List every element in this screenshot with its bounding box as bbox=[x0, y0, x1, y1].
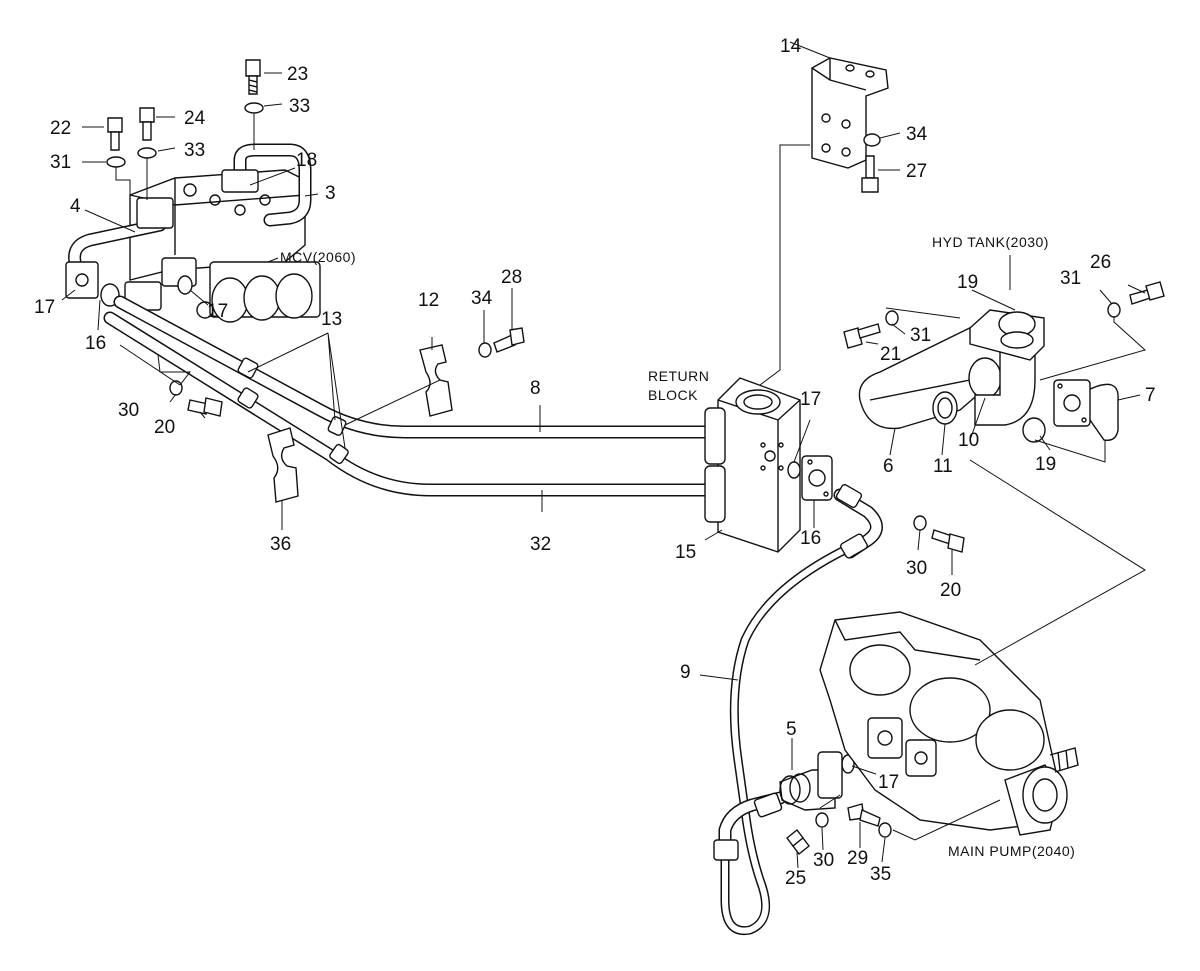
callout-35: 35 bbox=[870, 864, 891, 885]
washer-30c bbox=[815, 812, 829, 828]
callout-29: 29 bbox=[847, 848, 868, 869]
callout-33: 33 bbox=[289, 96, 310, 117]
tank-o-ring-19b bbox=[1022, 417, 1046, 443]
leader-lines bbox=[61, 41, 1147, 869]
callout-13: 13 bbox=[321, 309, 342, 330]
callout-36: 36 bbox=[270, 534, 291, 555]
washer-33b bbox=[137, 147, 157, 159]
tank-elbow-pipe-7 bbox=[1053, 379, 1119, 441]
callout-6: 6 bbox=[883, 456, 894, 477]
bolt-23 bbox=[245, 59, 261, 95]
callout-14: 14 bbox=[780, 36, 802, 57]
washer-30a bbox=[169, 380, 183, 396]
callout-17: 17 bbox=[800, 389, 821, 410]
callout-4: 4 bbox=[70, 196, 81, 217]
callout-20: 20 bbox=[154, 417, 175, 438]
bolt-21 bbox=[843, 323, 881, 349]
bolt-27 bbox=[861, 155, 879, 193]
washer-33a bbox=[244, 102, 264, 114]
callout-18: 18 bbox=[296, 150, 317, 171]
callout-11: 11 bbox=[933, 456, 953, 477]
bolt-20b bbox=[931, 529, 965, 553]
callout-7: 7 bbox=[1145, 385, 1156, 406]
bolt-24 bbox=[139, 107, 155, 141]
washer-31c bbox=[1107, 302, 1121, 318]
mcv-o-ring-17 bbox=[177, 275, 193, 295]
callout-31: 31 bbox=[50, 152, 71, 173]
callout-33: 33 bbox=[184, 140, 205, 161]
main-pump bbox=[819, 611, 1079, 836]
callout-30: 30 bbox=[906, 558, 927, 579]
callout-20: 20 bbox=[940, 580, 961, 601]
hose-9 bbox=[713, 483, 883, 936]
washer-31a bbox=[106, 156, 126, 168]
callout-8: 8 bbox=[530, 378, 541, 399]
bolt-26 bbox=[1129, 281, 1165, 305]
bolt-28 bbox=[493, 327, 525, 353]
callout-19: 19 bbox=[1035, 454, 1056, 475]
callout-16: 16 bbox=[85, 333, 106, 354]
callout-22: 22 bbox=[50, 118, 71, 139]
hose-band-11 bbox=[932, 391, 958, 425]
bolt-22 bbox=[107, 117, 123, 151]
callout-25: 25 bbox=[785, 868, 806, 889]
pump-connector-5 bbox=[779, 751, 843, 811]
callout-34: 34 bbox=[906, 124, 928, 145]
pipe-clamp-12 bbox=[419, 344, 453, 417]
callout-9: 9 bbox=[680, 662, 691, 683]
callout-15: 15 bbox=[675, 542, 696, 563]
return-block-label-line2: BLOCK bbox=[648, 387, 698, 403]
callout-34: 34 bbox=[471, 288, 493, 309]
bolt-20a bbox=[187, 397, 223, 417]
washer-34a bbox=[478, 342, 492, 358]
return-block-label-line1: RETURN bbox=[648, 368, 709, 384]
mcv-elbow-pipe-3 bbox=[221, 143, 312, 227]
tank-pipe-10 bbox=[969, 309, 1045, 426]
return-pipe-8 bbox=[113, 295, 719, 439]
callout-28: 28 bbox=[501, 267, 522, 288]
callout-17: 17 bbox=[207, 301, 228, 322]
washer-30b bbox=[913, 515, 927, 531]
washer-34b bbox=[863, 133, 881, 147]
callout-23: 23 bbox=[287, 64, 308, 85]
return-block-15 bbox=[704, 377, 801, 553]
main-pump-label: MAIN PUMP(2040) bbox=[948, 843, 1075, 859]
callout-31: 31 bbox=[1060, 268, 1081, 289]
callout-12: 12 bbox=[418, 290, 439, 311]
bolt-25 bbox=[786, 829, 810, 855]
hyd-tank-label: HYD TANK(2030) bbox=[932, 234, 1049, 250]
mcv-elbow-pipe-4 bbox=[65, 197, 174, 299]
washer-35 bbox=[878, 822, 892, 838]
callout-17: 17 bbox=[878, 772, 899, 793]
mcv-label: MCV(2060) bbox=[280, 249, 356, 265]
callout-3: 3 bbox=[325, 183, 336, 204]
callout-5: 5 bbox=[786, 719, 797, 740]
callout-24: 24 bbox=[184, 108, 206, 129]
callout-31: 31 bbox=[910, 325, 931, 346]
callout-26: 26 bbox=[1090, 252, 1111, 273]
bracket-14 bbox=[811, 57, 889, 169]
callout-10: 10 bbox=[958, 430, 979, 451]
block-flange-16 bbox=[801, 455, 833, 501]
callout-17: 17 bbox=[34, 297, 55, 318]
callout-numbers: 23 33 24 33 22 31 18 3 4 17 17 16 13 12 … bbox=[34, 36, 1156, 889]
pipe-clamp-36 bbox=[267, 427, 299, 503]
callout-32: 32 bbox=[530, 534, 551, 555]
callout-19: 19 bbox=[957, 272, 978, 293]
callout-30: 30 bbox=[118, 400, 139, 421]
callout-21: 21 bbox=[880, 344, 901, 365]
callout-27: 27 bbox=[906, 161, 927, 182]
washer-31b bbox=[885, 310, 899, 326]
callout-16: 16 bbox=[800, 528, 821, 549]
callout-30: 30 bbox=[813, 850, 834, 871]
block-o-ring-17 bbox=[787, 461, 801, 479]
bolt-29 bbox=[847, 803, 881, 827]
